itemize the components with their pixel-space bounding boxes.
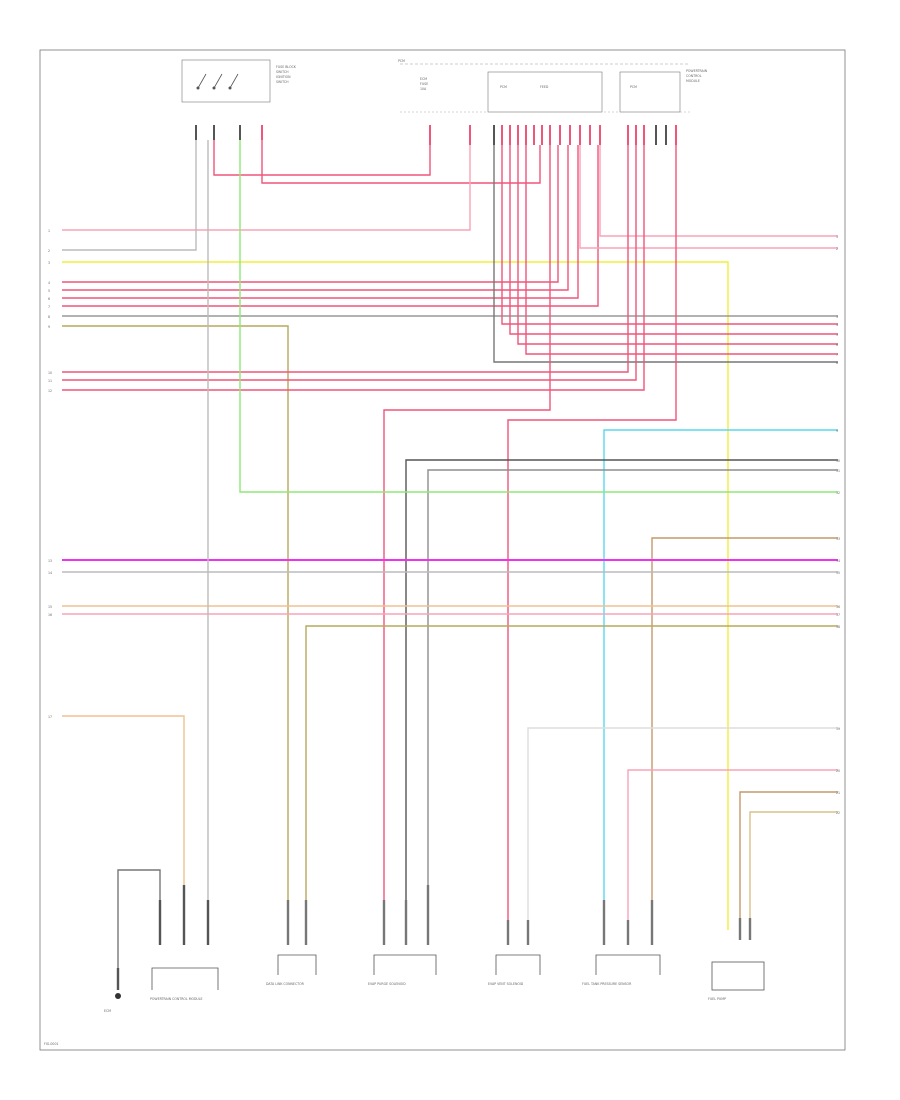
svg-text:9: 9 bbox=[836, 429, 838, 433]
svg-text:16: 16 bbox=[836, 605, 840, 609]
right-pin-numbers: 1 2 3 4 5 6 7 8 9 10 11 12 13 14 15 16 1… bbox=[836, 235, 840, 815]
svg-text:21: 21 bbox=[836, 791, 840, 795]
svg-text:1: 1 bbox=[836, 235, 838, 239]
svg-text:15: 15 bbox=[48, 605, 52, 609]
svg-text:9: 9 bbox=[48, 325, 50, 329]
svg-text:11: 11 bbox=[836, 469, 840, 473]
svg-text:10A: 10A bbox=[420, 87, 427, 91]
wires bbox=[62, 140, 838, 990]
svg-text:FEED: FEED bbox=[540, 85, 549, 89]
svg-text:POWERTRAIN: POWERTRAIN bbox=[686, 69, 708, 73]
svg-text:MODULE: MODULE bbox=[686, 79, 700, 83]
svg-text:FUEL TANK PRESSURE SENSOR: FUEL TANK PRESSURE SENSOR bbox=[582, 982, 632, 986]
svg-text:7: 7 bbox=[836, 353, 838, 357]
svg-text:10: 10 bbox=[48, 371, 52, 375]
svg-text:FUSE BLOCK: FUSE BLOCK bbox=[276, 65, 297, 69]
svg-text:17: 17 bbox=[48, 715, 52, 719]
svg-text:14: 14 bbox=[48, 571, 52, 575]
svg-text:3: 3 bbox=[48, 261, 50, 265]
svg-text:17: 17 bbox=[836, 613, 840, 617]
diagram-frame bbox=[39, 49, 846, 1051]
fuel-tank-sensor-component: FUEL TANK PRESSURE SENSOR bbox=[582, 954, 661, 986]
svg-text:13: 13 bbox=[836, 537, 840, 541]
pcm-header: PCM ECM FUSE 10A PCM FEED PCM POWERTRAIN… bbox=[398, 59, 708, 113]
svg-text:16: 16 bbox=[48, 613, 52, 617]
svg-text:ECM: ECM bbox=[104, 1009, 111, 1013]
top-connector-pins bbox=[195, 125, 677, 145]
svg-text:EVAP PURGE SOLENOID: EVAP PURGE SOLENOID bbox=[368, 982, 406, 986]
evap-vent-component: EVAP VENT SOLENOID bbox=[488, 954, 541, 986]
svg-text:PCM: PCM bbox=[630, 85, 637, 89]
fuse-block-switch: FUSE BLOCK SWITCH IGNITION SWITCH bbox=[181, 59, 297, 103]
svg-text:5: 5 bbox=[48, 289, 50, 293]
svg-text:4: 4 bbox=[836, 323, 838, 327]
svg-text:PCM: PCM bbox=[500, 85, 507, 89]
svg-text:5: 5 bbox=[836, 333, 838, 337]
svg-text:CONTROL: CONTROL bbox=[686, 74, 702, 78]
svg-text:19: 19 bbox=[836, 727, 840, 731]
svg-text:3: 3 bbox=[836, 315, 838, 319]
svg-text:FUSE: FUSE bbox=[420, 82, 428, 86]
svg-text:4: 4 bbox=[48, 281, 50, 285]
svg-text:8: 8 bbox=[48, 315, 50, 319]
svg-text:6: 6 bbox=[836, 343, 838, 347]
svg-text:DATA LINK CONNECTOR: DATA LINK CONNECTOR bbox=[266, 982, 305, 986]
evap-purge-component: EVAP PURGE SOLENOID bbox=[368, 954, 437, 986]
svg-text:2: 2 bbox=[836, 247, 838, 251]
svg-text:7: 7 bbox=[48, 305, 50, 309]
svg-text:IGNITION: IGNITION bbox=[276, 75, 291, 79]
svg-text:2: 2 bbox=[48, 249, 50, 253]
svg-text:ECM: ECM bbox=[420, 77, 427, 81]
svg-text:11: 11 bbox=[48, 379, 52, 383]
figure-id-label: FIG-0001 bbox=[44, 1042, 59, 1046]
data-link-component: DATA LINK CONNECTOR bbox=[266, 954, 317, 986]
svg-text:13: 13 bbox=[48, 559, 52, 563]
svg-text:1: 1 bbox=[48, 229, 50, 233]
fuel-pump-component: FUEL PUMP bbox=[708, 961, 765, 1001]
svg-text:POWERTRAIN CONTROL MODULE: POWERTRAIN CONTROL MODULE bbox=[150, 997, 203, 1001]
left-pin-numbers: 1 2 3 4 5 6 7 8 9 10 11 12 13 14 15 16 1… bbox=[48, 229, 52, 719]
svg-text:14: 14 bbox=[836, 559, 840, 563]
svg-text:10: 10 bbox=[836, 459, 840, 463]
svg-text:12: 12 bbox=[48, 389, 52, 393]
svg-text:PCM: PCM bbox=[398, 59, 405, 63]
svg-text:18: 18 bbox=[836, 625, 840, 629]
svg-text:20: 20 bbox=[836, 769, 840, 773]
svg-text:EVAP VENT SOLENOID: EVAP VENT SOLENOID bbox=[488, 982, 524, 986]
svg-text:15: 15 bbox=[836, 571, 840, 575]
svg-text:6: 6 bbox=[48, 297, 50, 301]
ecm-sensor-feed-component: POWERTRAIN CONTROL MODULE bbox=[150, 967, 219, 1001]
svg-text:8: 8 bbox=[836, 361, 838, 365]
ecm-connector-component: ECM bbox=[104, 993, 121, 1013]
bottom-connector-pins bbox=[116, 885, 752, 990]
svg-text:FUEL PUMP: FUEL PUMP bbox=[708, 997, 726, 1001]
svg-text:SWITCH: SWITCH bbox=[276, 70, 289, 74]
svg-text:SWITCH: SWITCH bbox=[276, 80, 289, 84]
svg-text:12: 12 bbox=[836, 491, 840, 495]
svg-text:22: 22 bbox=[836, 811, 840, 815]
